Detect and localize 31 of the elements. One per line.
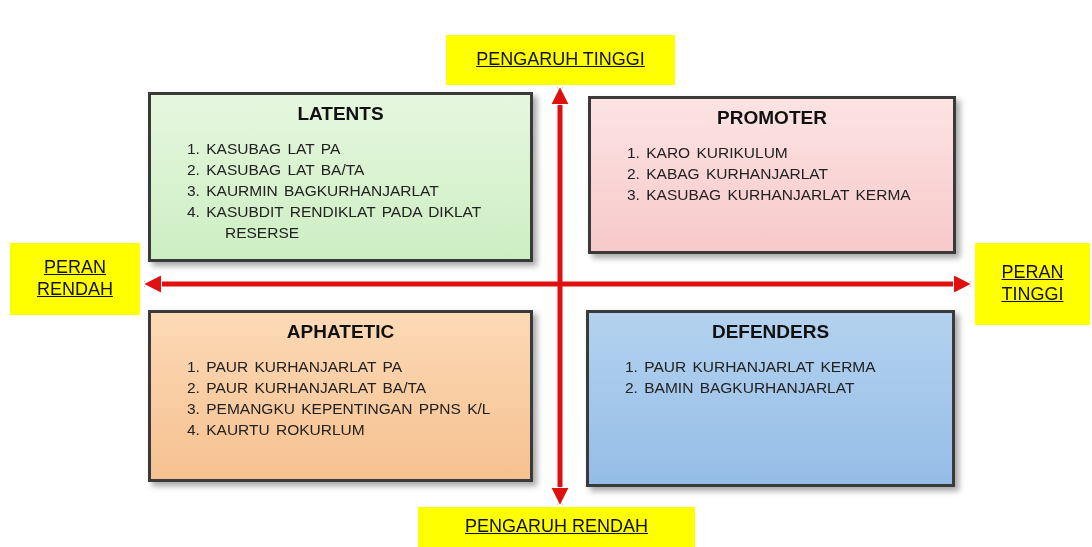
list-item: 3. KASUBAG KURHANJARLAT KERMA [627,184,912,205]
axis-label-text: PERAN TINGGI [1000,262,1065,306]
list-item: 4. KASUBDIT RENDIKLAT PADA DIKLAT RESERSE [187,201,482,243]
list-item: 3. PEMANGKU KEPENTINGAN PPNS K/L [187,398,492,419]
list-item: 1. KASUBAG LAT PA [187,139,342,159]
quadrant-box [148,310,533,482]
list-item: 2. BAMIN BAGKURHANJARLAT [625,377,856,398]
list-item: 2. KASUBAG LAT BA/TA [187,159,366,180]
list-item: 4. KAURTU ROKURLUM [187,419,366,440]
axis-label [975,243,1090,325]
quadrant-box [586,310,955,487]
quadrant-box [148,92,533,262]
list-item: 1. KARO KURIKULUM [627,143,789,163]
list-item: 3. KAURMIN BAGKURHANJARLAT [187,180,440,201]
quadrant-title: APHATETIC [285,321,396,343]
axis-label-text: PENGARUH TINGGI [476,49,645,71]
quadrant-title: DEFENDERS [710,321,831,343]
list-item: 2. PAUR KURHANJARLAT BA/TA [187,377,428,398]
axis-arrow [549,84,571,508]
quadrant-title: PROMOTER [716,107,828,129]
axis-arrow [141,273,974,295]
list-item: 1. PAUR KURHANJARLAT KERMA [625,357,877,377]
axis-label [10,243,140,315]
list-item: 1. PAUR KURHANJARLAT PA [187,357,403,377]
list-item: 2. KABAG KURHANJARLAT [627,163,829,184]
axis-label-text: PENGARUH RENDAH [465,516,648,538]
quadrant-box [588,96,956,254]
axis-label-text: PERAN RENDAH [36,257,114,301]
quadrant-title: LATENTS [296,103,385,125]
axis-label [418,507,695,547]
axis-label [446,35,675,85]
